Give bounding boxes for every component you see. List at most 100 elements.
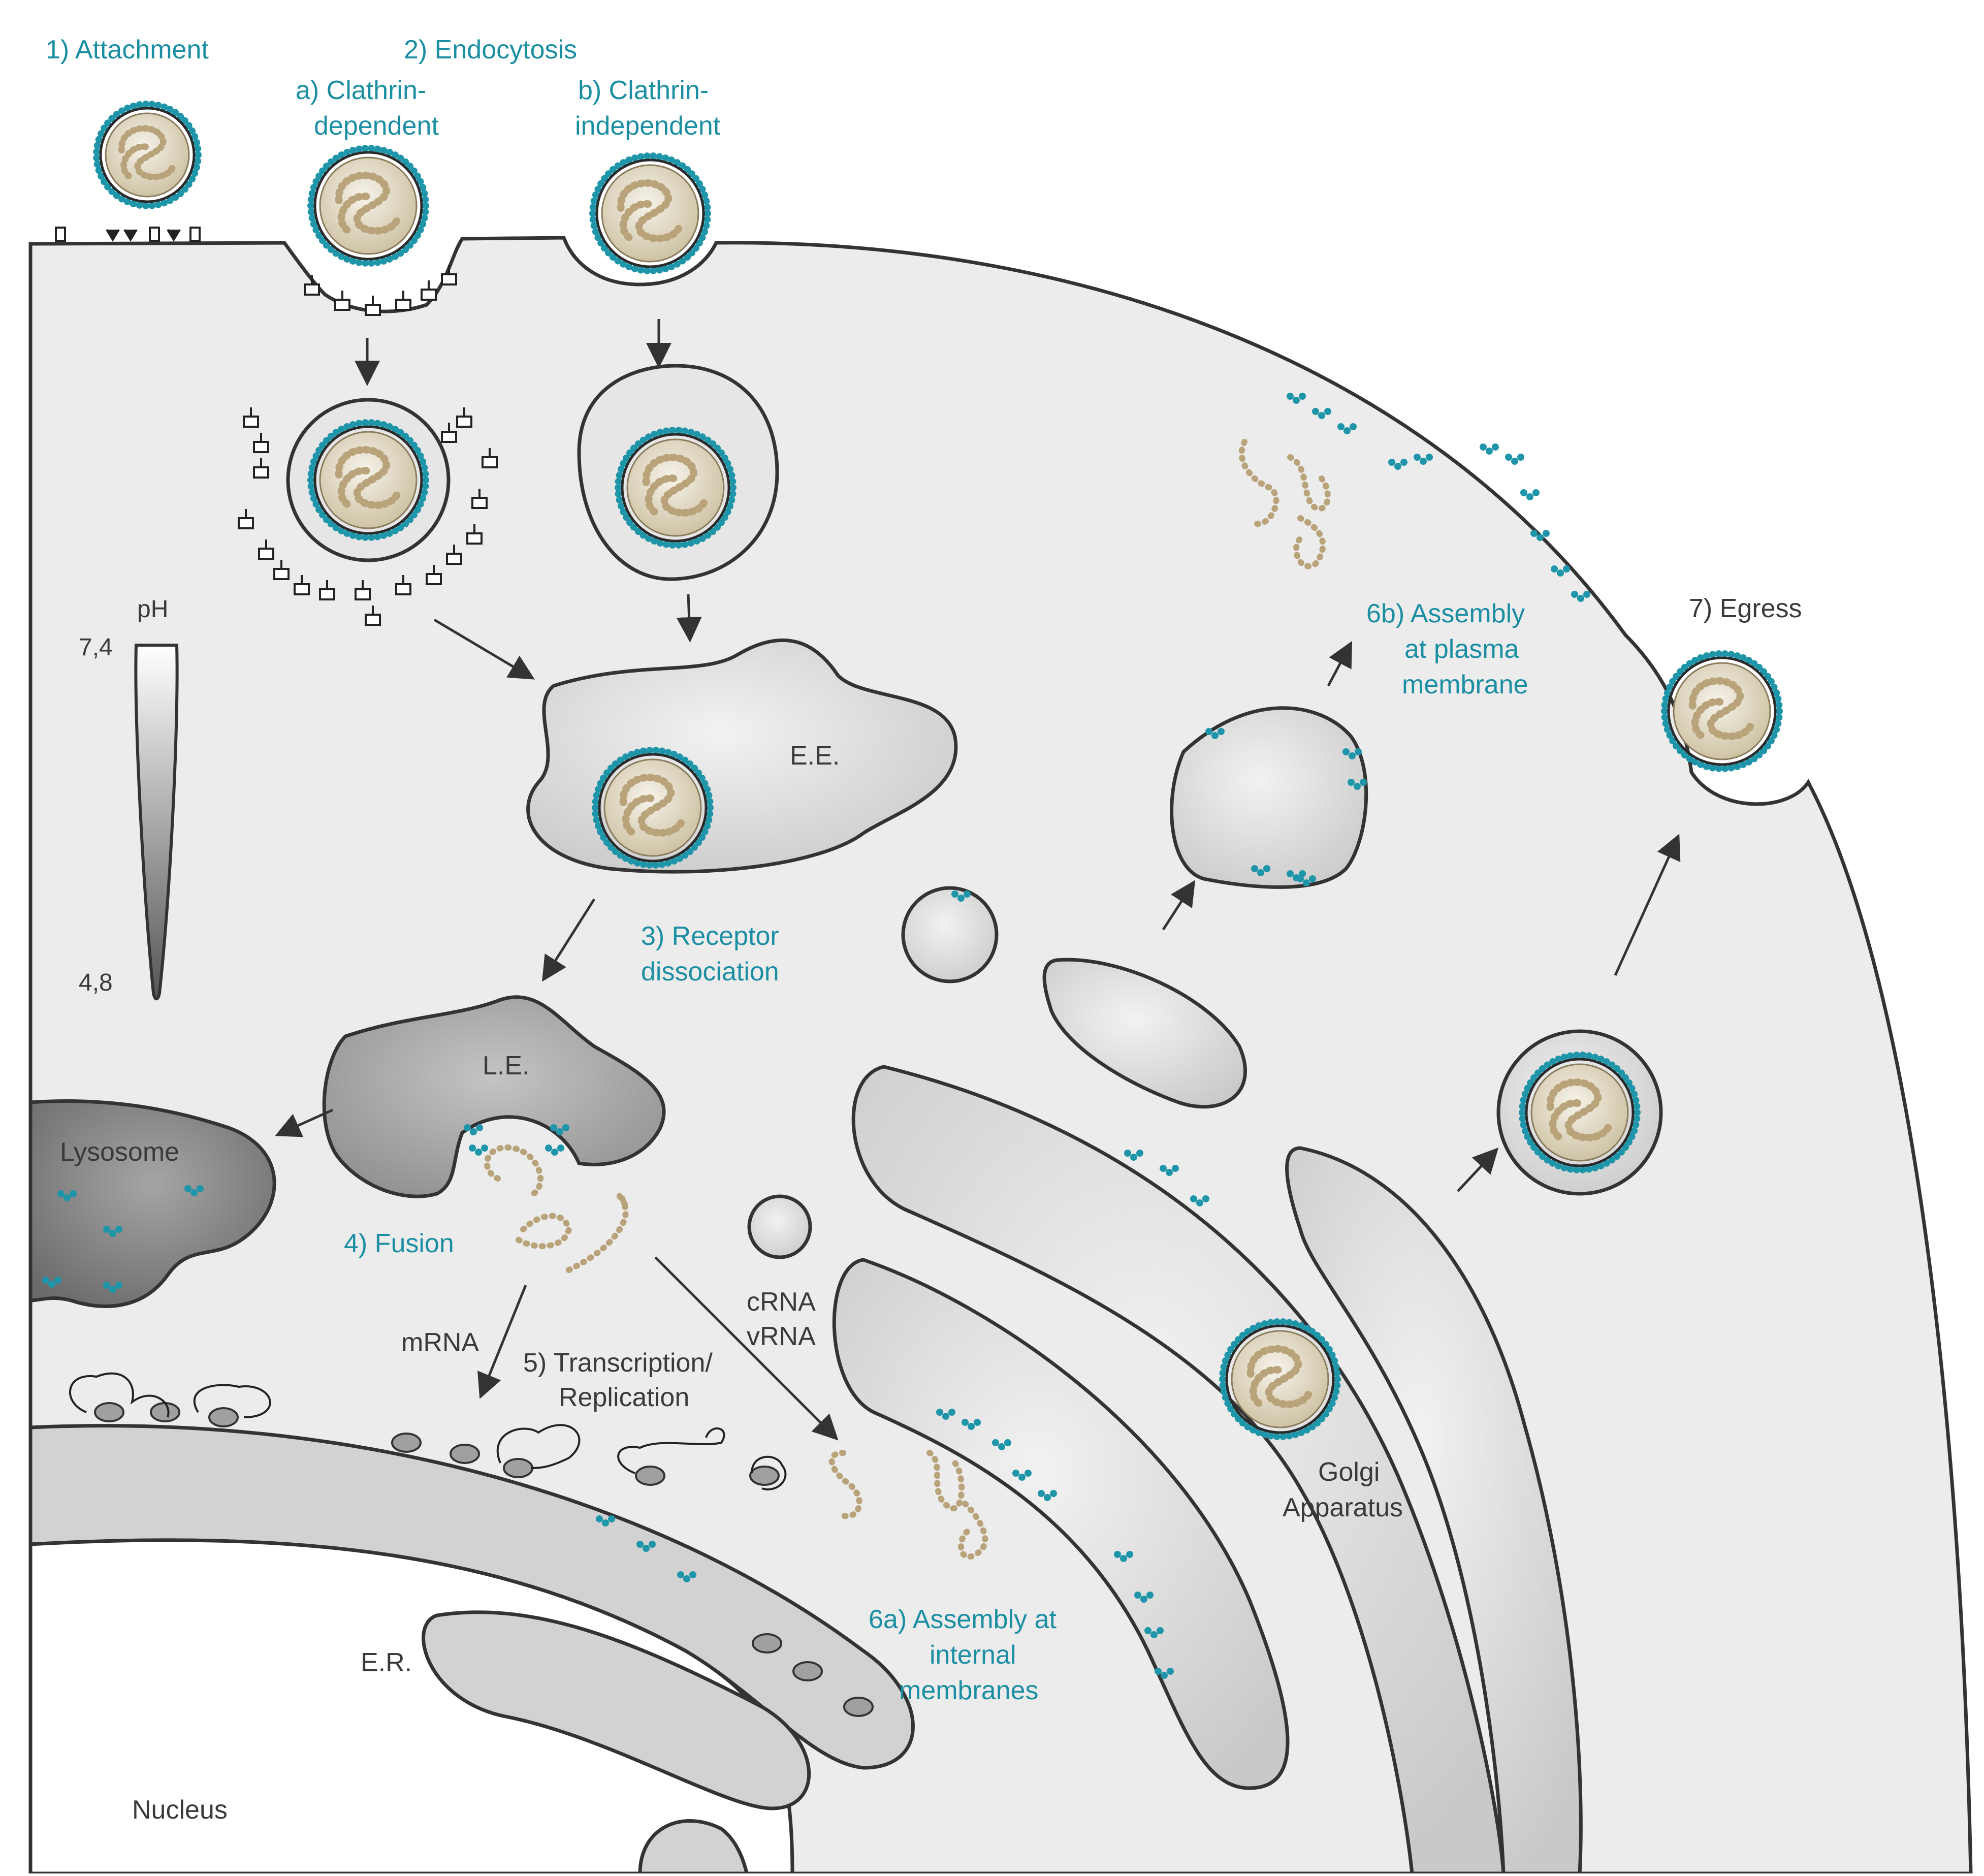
mrna-strands bbox=[69, 1372, 787, 1490]
glycoprotein-patch bbox=[1297, 875, 1316, 886]
glycoprotein-patch bbox=[1287, 393, 1306, 404]
glycoprotein-patch bbox=[951, 891, 971, 902]
label-clathrin-dependent-2: dependent bbox=[314, 111, 439, 141]
arrow-le-to-lysosome bbox=[275, 1108, 334, 1137]
virus-clathrin-pit bbox=[307, 145, 429, 267]
clathrin-triskelion bbox=[365, 296, 381, 316]
clathrin-triskelion bbox=[273, 560, 290, 580]
assembly-vesicle-6b bbox=[1170, 706, 1368, 889]
glycoprotein-patches bbox=[42, 393, 1590, 1679]
ph-title: pH bbox=[137, 596, 168, 623]
glycoprotein-patch bbox=[545, 1144, 564, 1156]
glycoprotein-patch bbox=[103, 1226, 122, 1237]
clathrin-triskelion bbox=[426, 565, 442, 585]
label-clathrin-dependent-1: a) Clathrin- bbox=[296, 76, 426, 105]
ribosomes bbox=[94, 1402, 874, 1717]
clathrin-triskelion bbox=[304, 275, 320, 296]
label-fusion: 4) Fusion bbox=[344, 1229, 454, 1258]
clathrin-triskelion bbox=[355, 580, 371, 600]
label-assembly-internal-1: 6a) Assembly at bbox=[869, 1605, 1057, 1634]
glycoprotein-patch bbox=[677, 1571, 696, 1582]
glycoprotein-patch bbox=[936, 1409, 955, 1420]
clathrin-triskelion bbox=[334, 291, 350, 311]
label-vrna: vRNA bbox=[747, 1322, 816, 1351]
glycoprotein-patch bbox=[1337, 423, 1357, 434]
label-clathrin-independent-2: independent bbox=[575, 111, 721, 141]
arrow-mrna bbox=[477, 1285, 527, 1399]
glycoprotein-patch bbox=[1530, 530, 1550, 541]
clathrin-triskelion bbox=[456, 407, 472, 428]
clathrin-triskelion bbox=[471, 489, 488, 509]
lysosome bbox=[28, 1099, 276, 1308]
label-assembly-plasma-2: at plasma bbox=[1404, 634, 1519, 664]
label-assembly-internal-3: membranes bbox=[899, 1676, 1039, 1705]
ph-bottom-value: 4,8 bbox=[79, 969, 113, 996]
arrow-ci-to-ee bbox=[676, 594, 702, 643]
glycoprotein-patch bbox=[1205, 728, 1225, 739]
glycoprotein-patch bbox=[469, 1144, 488, 1156]
label-attachment: 1) Attachment bbox=[46, 35, 209, 65]
virus-attachment bbox=[93, 101, 202, 209]
label-ee: E.E. bbox=[790, 741, 840, 771]
clathrin-triskelion bbox=[294, 575, 310, 595]
glycoprotein-patch bbox=[1342, 748, 1362, 759]
glycoprotein-patch bbox=[962, 1419, 981, 1430]
glycoprotein-patch bbox=[103, 1282, 122, 1293]
golgi-cisterna-3 bbox=[1285, 1146, 1583, 1875]
label-transcription-1: 5) Transcription/ bbox=[523, 1348, 713, 1378]
label-er: E.R. bbox=[361, 1648, 412, 1677]
label-golgi-1: Golgi bbox=[1318, 1457, 1380, 1487]
label-transcription-2: Replication bbox=[559, 1383, 689, 1412]
glycoprotein-patch bbox=[1190, 1195, 1209, 1206]
clathrin-coat bbox=[238, 265, 498, 626]
small-vesicle-1 bbox=[901, 886, 999, 983]
label-crna: cRNA bbox=[747, 1287, 816, 1317]
glycoprotein-patch bbox=[1414, 454, 1433, 465]
glycoprotein-patch bbox=[1155, 1668, 1174, 1679]
glycoprotein-patch bbox=[1388, 459, 1407, 470]
clathrin-triskelion bbox=[395, 575, 411, 595]
glycoprotein-patch bbox=[1114, 1551, 1133, 1562]
clathrin-triskelion bbox=[243, 407, 259, 428]
virus-clathrin-vesicle bbox=[307, 419, 429, 541]
clathrin-triskelion bbox=[253, 458, 269, 479]
label-receptor-dissociation-2: dissociation bbox=[641, 957, 779, 987]
arrow-crna-vrna bbox=[654, 1256, 839, 1441]
label-mrna: mRNA bbox=[401, 1328, 479, 1357]
arrow-to-egress-vesicle bbox=[1457, 1148, 1499, 1192]
glycoprotein-patch bbox=[1312, 408, 1331, 419]
label-golgi-2: Apparatus bbox=[1283, 1493, 1403, 1522]
clathrin-triskelion bbox=[319, 580, 335, 600]
virus-golgi bbox=[1219, 1318, 1341, 1440]
glycoprotein-patch bbox=[1251, 865, 1270, 876]
small-vesicle-2 bbox=[747, 1194, 812, 1259]
golgi-cisterna-2 bbox=[851, 1065, 1506, 1875]
golgi-cisterna-1 bbox=[832, 1258, 1290, 1790]
glycoprotein-patch bbox=[57, 1190, 77, 1201]
clathrin-triskelion bbox=[441, 423, 457, 443]
glycoprotein-patch bbox=[464, 1124, 483, 1135]
glycoprotein-patch bbox=[992, 1439, 1011, 1450]
glycoprotein-patch bbox=[1144, 1627, 1164, 1638]
glycoprotein-patch bbox=[1505, 454, 1524, 465]
label-assembly-internal-2: internal bbox=[930, 1640, 1016, 1670]
clathrin-triskelion bbox=[258, 539, 274, 560]
glycoprotein-patch bbox=[1551, 565, 1570, 577]
clathrin-triskelion bbox=[421, 280, 437, 301]
late-endosome bbox=[322, 995, 666, 1198]
virus-early-endosome bbox=[592, 747, 714, 869]
clathrin-triskelion bbox=[395, 291, 411, 311]
virus-egress-vesicle bbox=[1519, 1052, 1641, 1173]
free-rnps bbox=[484, 439, 1331, 1560]
arrow-to-egress bbox=[1614, 834, 1681, 976]
golgi-vesicle-oval bbox=[1042, 958, 1247, 1109]
arrow-cd-to-ee bbox=[433, 618, 535, 680]
surface-receptors bbox=[55, 227, 201, 242]
er-lower-lumen bbox=[422, 1610, 811, 1810]
glycoprotein-patch bbox=[1124, 1150, 1143, 1161]
clathrin-triskelion bbox=[253, 433, 269, 453]
glycoprotein-patch bbox=[1134, 1592, 1154, 1603]
label-assembly-plasma-1: 6b) Assembly bbox=[1366, 599, 1525, 628]
